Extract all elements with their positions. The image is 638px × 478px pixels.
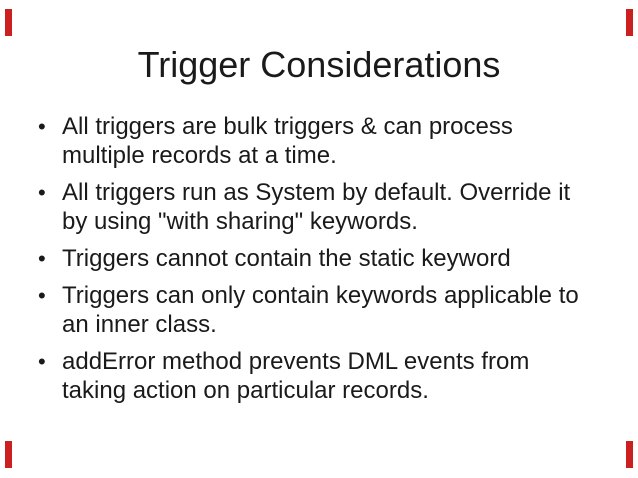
corner-marker-top-left xyxy=(5,9,12,36)
bullet-line: an inner class. xyxy=(62,311,217,338)
bullet-line: by using "with sharing" keywords. xyxy=(62,208,418,235)
bullet-item: • Triggers cannot contain the static key… xyxy=(38,244,618,273)
bullet-icon: • xyxy=(38,283,46,308)
slide-title: Trigger Considerations xyxy=(137,44,501,85)
bullet-item: • addError method prevents DML events fr… xyxy=(38,347,618,405)
bullet-item: • Triggers can only contain keywords app… xyxy=(38,281,618,339)
bullet-text: addError method prevents DML events from… xyxy=(62,347,618,405)
corner-marker-bottom-left xyxy=(5,441,12,468)
bullet-line: addError method prevents DML events from xyxy=(62,348,530,375)
bullet-text: All triggers are bulk triggers & can pro… xyxy=(62,112,618,170)
bullet-line: All triggers run as System by default. O… xyxy=(62,179,571,206)
bullet-line: Triggers can only contain keywords appli… xyxy=(62,282,579,309)
bullet-text: Triggers cannot contain the static keywo… xyxy=(62,244,618,273)
corner-marker-bottom-right xyxy=(626,441,633,468)
corner-marker-top-right xyxy=(626,9,633,36)
bullet-item: • All triggers are bulk triggers & can p… xyxy=(38,112,618,170)
bullet-icon: • xyxy=(38,180,46,205)
bullet-line: taking action on particular records. xyxy=(62,377,429,404)
bullet-item: • All triggers run as System by default.… xyxy=(38,178,618,236)
bullet-text: Triggers can only contain keywords appli… xyxy=(62,281,618,339)
bullet-icon: • xyxy=(38,114,46,139)
bullet-line: multiple records at a time. xyxy=(62,142,337,169)
bullet-icon: • xyxy=(38,246,46,271)
bullet-icon: • xyxy=(38,349,46,374)
bullet-line: Triggers cannot contain the static keywo… xyxy=(62,245,511,272)
bullet-line: All triggers are bulk triggers & can pro… xyxy=(62,113,513,140)
bullet-text: All triggers run as System by default. O… xyxy=(62,178,618,236)
bullet-list: • All triggers are bulk triggers & can p… xyxy=(38,112,618,413)
